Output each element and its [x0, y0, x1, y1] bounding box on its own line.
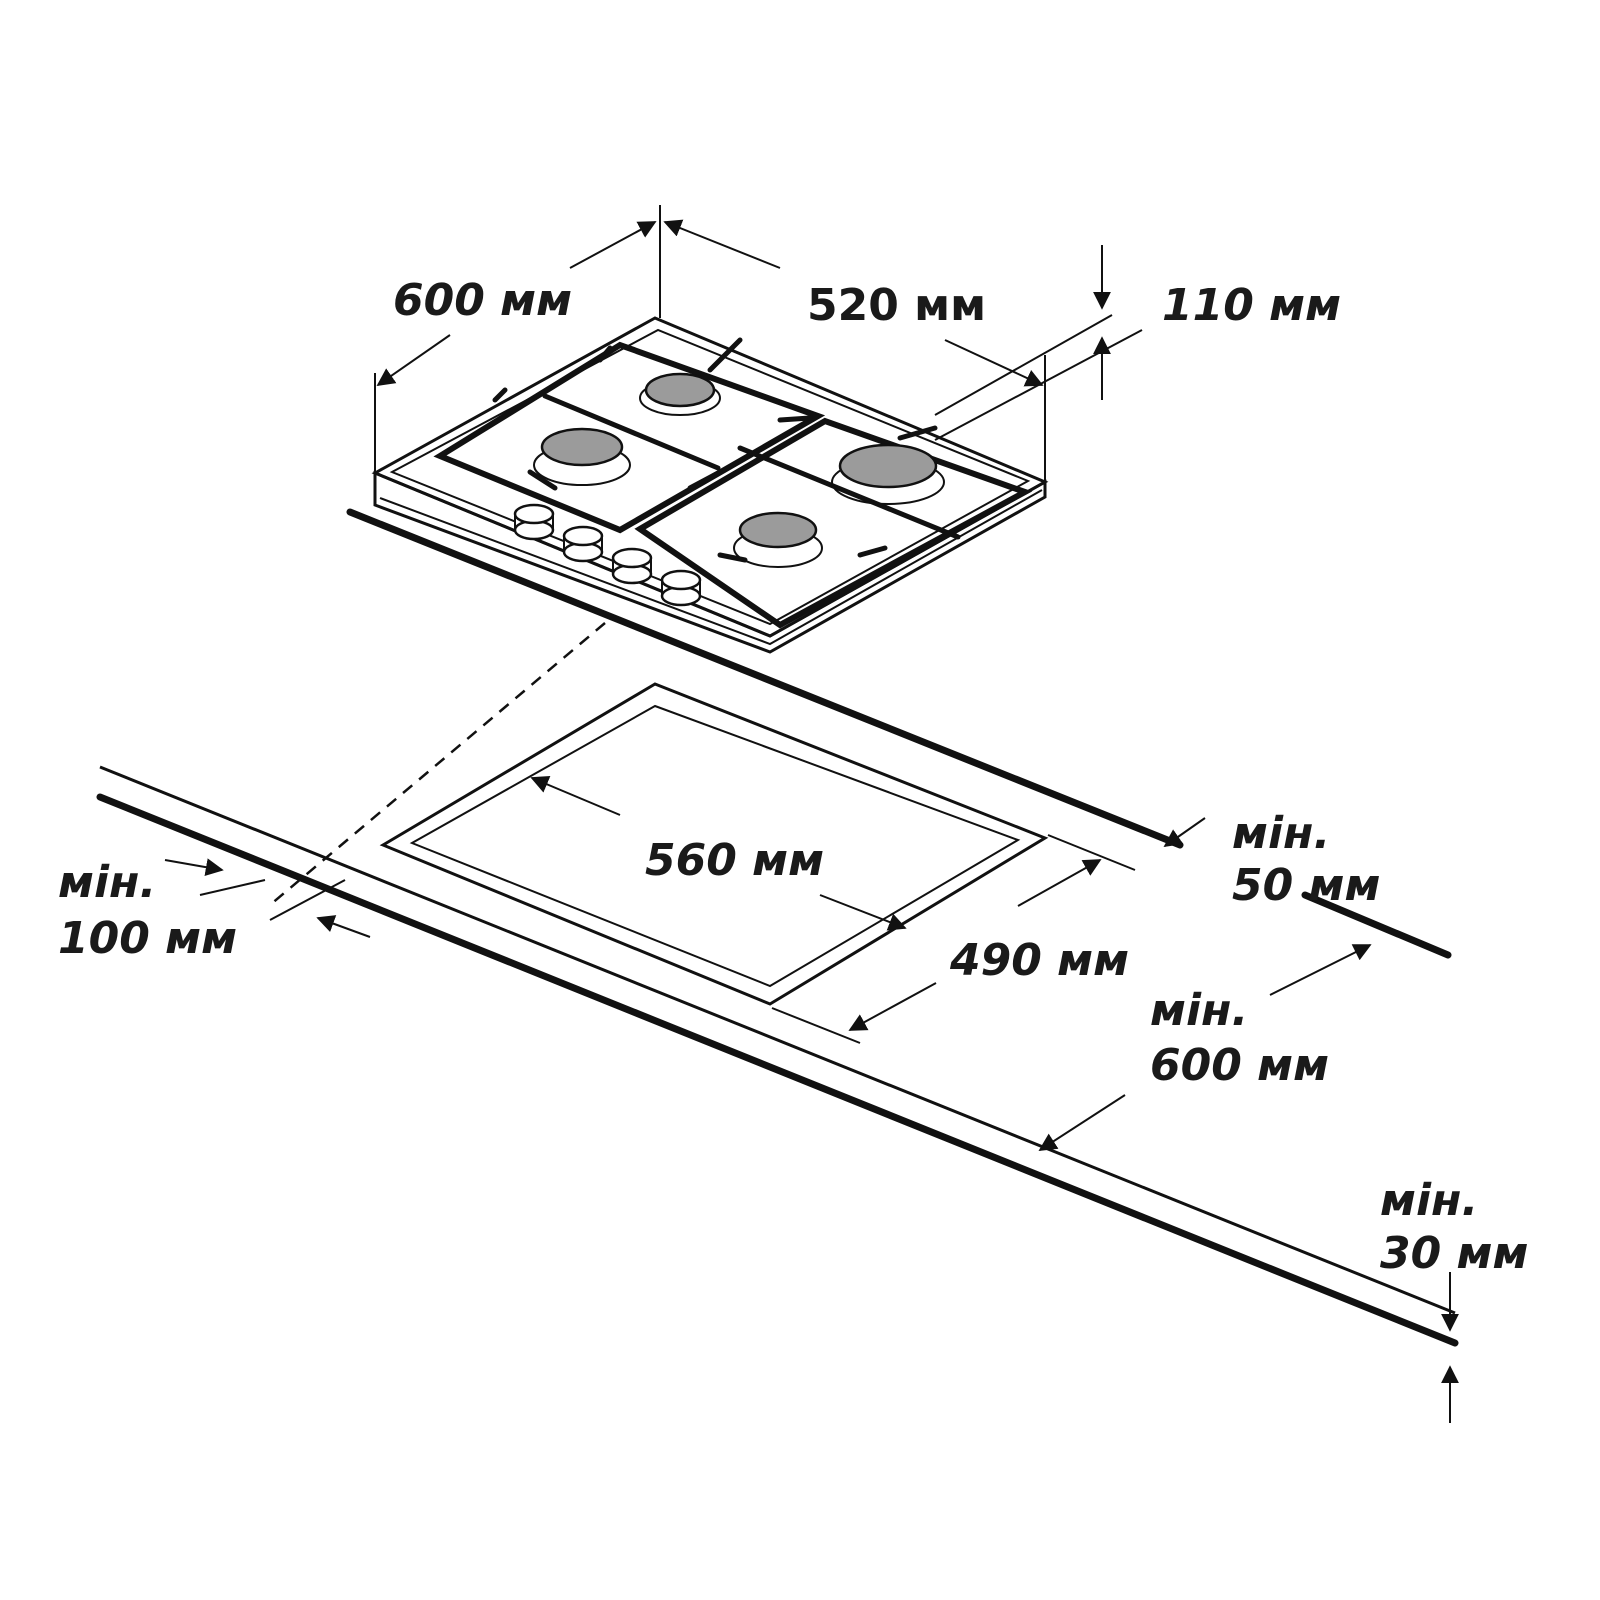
- control-knobs: [513, 503, 702, 607]
- worktop: [96, 508, 1459, 1347]
- back-clearance-label-2: 50 мм: [1232, 860, 1380, 911]
- worktop-clearance-label-2: 30 мм: [1380, 1228, 1528, 1279]
- knob-2: [562, 525, 604, 563]
- cutout-depth-label: 490 мм: [949, 935, 1129, 986]
- knob-4: [660, 569, 702, 607]
- knob-3: [611, 547, 653, 585]
- hob-height-label: 110 мм: [1162, 280, 1341, 331]
- hob-depth-label: 520 мм: [807, 280, 986, 331]
- burner-front-left: [533, 427, 631, 486]
- front-clearance-label-1: мін.: [1150, 985, 1248, 1036]
- cutout-outline: [379, 682, 1136, 1044]
- gas-hob: [371, 316, 1049, 654]
- burner-back-left: [639, 372, 721, 416]
- burner-front-right: [733, 511, 823, 568]
- back-clearance-label-1: мін.: [1232, 808, 1330, 859]
- cutout-width-label: 560 мм: [645, 835, 824, 886]
- hob-width-label: 600 мм: [393, 275, 572, 326]
- grates: [433, 337, 1033, 629]
- knob-1: [513, 503, 555, 541]
- worktop-clearance-label-1: мін.: [1380, 1175, 1478, 1226]
- dimension-lines: [164, 205, 1459, 1423]
- front-clearance-label-2: 600 мм: [1150, 1040, 1329, 1091]
- burner-back-right: [831, 443, 945, 505]
- side-clearance-label-2: 100 мм: [58, 913, 237, 964]
- side-clearance-label-1: мін.: [58, 857, 156, 908]
